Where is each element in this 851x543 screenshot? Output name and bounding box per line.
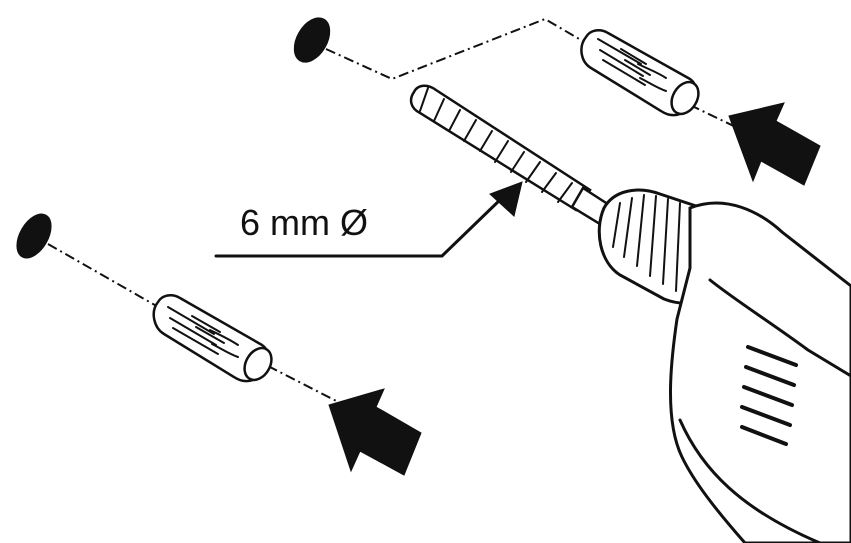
- alignment-line-left: [47, 243, 161, 309]
- drill-icon: [597, 188, 851, 543]
- push-arrow-top-icon: [728, 102, 821, 186]
- alignment-line-left-right: [267, 365, 349, 408]
- wall-plug-left-icon: [152, 293, 273, 383]
- push-arrow-left-icon: [328, 388, 422, 476]
- leader-line: [214, 195, 505, 258]
- wall-plug-top-icon: [580, 28, 700, 117]
- hole-mark-left-icon: [16, 213, 52, 259]
- drill-bit-callout: 6 mm Ø: [214, 181, 523, 258]
- alignment-line-top: [325, 17, 587, 81]
- drill-bit-size-label: 6 mm Ø: [240, 202, 368, 243]
- leader-arrowhead-icon: [489, 181, 523, 217]
- hole-mark-top-icon: [293, 17, 331, 63]
